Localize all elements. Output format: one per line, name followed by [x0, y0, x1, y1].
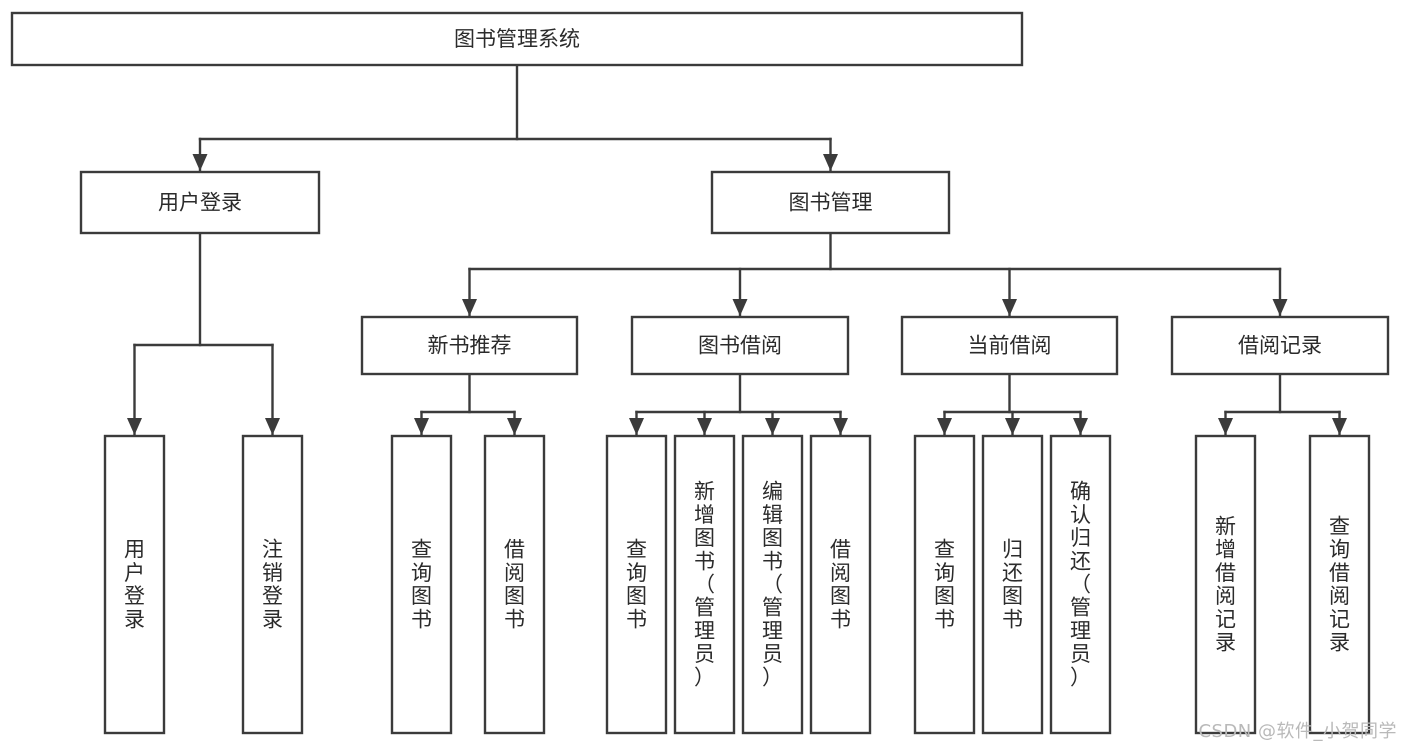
arrow-head: [1272, 299, 1288, 316]
arrow-head: [629, 418, 644, 435]
arrow-head: [732, 299, 748, 316]
node-leaf-borrow-book[interactable]: 借阅图书: [809, 434, 872, 735]
node-label-leaf-borrow-book: 借阅图书: [830, 538, 851, 632]
node-box-leaf-query-book-borrow: [605, 434, 668, 735]
node-leaf-borrow-book-recommend[interactable]: 借阅图书: [483, 434, 546, 735]
node-label-leaf-return-book: 归还图书: [1002, 538, 1023, 632]
node-leaf-query-book-recommend[interactable]: 查询图书: [390, 434, 453, 735]
node-label-new-book-recommend: 新书推荐: [428, 334, 512, 358]
arrow-head: [127, 418, 142, 435]
node-label-leaf-add-borrow-record: 新增借阅记录: [1215, 514, 1236, 654]
arrow-head: [507, 418, 522, 435]
node-leaf-user-logout[interactable]: 注销登录: [241, 434, 304, 735]
node-leaf-add-book[interactable]: 新增图书（管理员）: [673, 434, 736, 735]
node-box-leaf-return-book: [981, 434, 1044, 735]
node-box-leaf-user-logout: [241, 434, 304, 735]
arrow-head: [414, 418, 429, 435]
node-label-leaf-add-book: 新增图书（管理员）: [694, 480, 715, 690]
node-box-leaf-add-borrow-record: [1194, 434, 1257, 735]
node-label-user-login: 用户登录: [158, 191, 242, 215]
node-leaf-add-borrow-record[interactable]: 新增借阅记录: [1194, 434, 1257, 735]
node-user-login[interactable]: 用户登录: [79, 170, 321, 235]
node-box-leaf-user-login: [103, 434, 166, 735]
node-box-leaf-borrow-book-recommend: [483, 434, 546, 735]
node-box-book-borrow: [630, 315, 850, 376]
node-label-leaf-query-book-recommend: 查询图书: [411, 538, 432, 632]
arrow-head: [937, 418, 952, 435]
node-root[interactable]: 图书管理系统: [10, 11, 1024, 67]
node-box-leaf-edit-book: [741, 434, 804, 735]
node-leaf-query-book-current[interactable]: 查询图书: [913, 434, 976, 735]
node-label-leaf-confirm-return: 确认归还（管理员）: [1070, 480, 1091, 690]
node-current-borrow[interactable]: 当前借阅: [900, 315, 1119, 376]
node-box-root: [10, 11, 1024, 67]
node-box-leaf-add-book: [673, 434, 736, 735]
node-label-leaf-borrow-book-recommend: 借阅图书: [504, 538, 525, 632]
node-box-book-manage: [710, 170, 951, 235]
node-label-book-manage: 图书管理: [789, 191, 873, 215]
arrow-head: [1073, 418, 1088, 435]
node-book-manage[interactable]: 图书管理: [710, 170, 951, 235]
node-borrow-record[interactable]: 借阅记录: [1170, 315, 1390, 376]
node-label-leaf-query-book-borrow: 查询图书: [626, 538, 647, 632]
node-label-borrow-record: 借阅记录: [1238, 334, 1322, 358]
node-box-leaf-query-book-recommend: [390, 434, 453, 735]
node-label-current-borrow: 当前借阅: [968, 334, 1052, 358]
node-label-leaf-query-borrow-record: 查询借阅记录: [1329, 514, 1350, 654]
arrow-head: [833, 418, 848, 435]
arrow-head: [765, 418, 780, 435]
arrow-head: [265, 418, 280, 435]
node-box-current-borrow: [900, 315, 1119, 376]
node-leaf-return-book[interactable]: 归还图书: [981, 434, 1044, 735]
node-box-new-book-recommend: [360, 315, 579, 376]
connectors-layer: [127, 63, 1347, 437]
node-box-user-login: [79, 170, 321, 235]
arrow-head: [1002, 299, 1017, 316]
arrow-head: [823, 154, 838, 171]
node-box-leaf-query-borrow-record: [1308, 434, 1371, 735]
node-box-borrow-record: [1170, 315, 1390, 376]
node-box-leaf-borrow-book: [809, 434, 872, 735]
node-box-leaf-confirm-return: [1049, 434, 1112, 735]
node-label-book-borrow: 图书借阅: [698, 334, 782, 358]
node-label-leaf-user-login: 用户登录: [124, 538, 145, 632]
node-leaf-edit-book[interactable]: 编辑图书（管理员）: [741, 434, 804, 735]
node-label-leaf-query-book-current: 查询图书: [934, 538, 955, 632]
node-new-book-recommend[interactable]: 新书推荐: [360, 315, 579, 376]
arrow-head: [1218, 418, 1233, 435]
arrow-head: [192, 154, 208, 171]
node-leaf-confirm-return[interactable]: 确认归还（管理员）: [1049, 434, 1112, 735]
node-label-leaf-user-logout: 注销登录: [262, 538, 283, 632]
node-leaf-query-book-borrow[interactable]: 查询图书: [605, 434, 668, 735]
node-label-root: 图书管理系统: [454, 27, 580, 51]
arrow-head: [462, 299, 477, 316]
arrow-head: [697, 418, 712, 435]
arrow-head: [1005, 418, 1020, 435]
node-box-leaf-query-book-current: [913, 434, 976, 735]
node-leaf-query-borrow-record[interactable]: 查询借阅记录: [1308, 434, 1371, 735]
arrow-head: [1332, 418, 1347, 435]
nodes-layer: 图书管理系统用户登录图书管理新书推荐图书借阅当前借阅借阅记录用户登录注销登录查询…: [10, 11, 1390, 735]
node-book-borrow[interactable]: 图书借阅: [630, 315, 850, 376]
node-leaf-user-login[interactable]: 用户登录: [103, 434, 166, 735]
node-label-leaf-edit-book: 编辑图书（管理员）: [762, 480, 783, 690]
